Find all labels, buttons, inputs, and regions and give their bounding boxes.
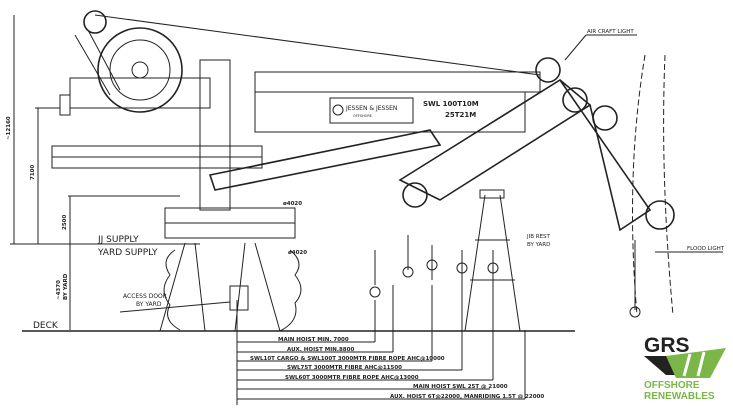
reach-swl60t: SWL60T 3000MTR FIBRE ROPE AHC@13000: [285, 375, 419, 381]
reach-swl75t: SWL75T 3000MTR FIBRE AHC@11500: [287, 365, 402, 371]
jib-rest-label: JIB REST: [526, 234, 551, 240]
overall-height-dim: ~12160: [6, 116, 12, 140]
logo-line2: RENEWABLES: [644, 391, 715, 402]
manufacturer-sub: OFFSHORE: [353, 114, 372, 118]
access-door-label: ACCESS DOOR: [123, 293, 167, 300]
deck-height-note: BY YARD: [63, 273, 69, 300]
manufacturer-name: JESSEN & JESSEN: [345, 105, 397, 112]
manufacturer-logo-icon: [332, 104, 344, 116]
deck-height-dim: ~4370: [56, 280, 62, 300]
reach-aux-hoist-min: AUX. HOIST MIN.8800: [287, 347, 354, 353]
reach-aux-hoist: AUX. HOIST 6T@22000, MANRIDING 1.5T @ 22…: [390, 394, 544, 400]
yard-supply-label: YARD SUPPLY: [97, 248, 158, 258]
reach-swl10t: SWL10T CARGO & SWL100T 3000MTR FIBRE ROP…: [250, 356, 445, 362]
hooks: [369, 235, 641, 318]
boom-jib: [398, 54, 675, 316]
crane-house: [51, 59, 541, 332]
flood-light-label: FLOOD LIGHT: [687, 246, 725, 252]
logo-line1: OFFSHORE: [644, 380, 700, 391]
swl-label-2: 25T21M: [445, 111, 476, 119]
grs-offshore-renewables-logo: GRS OFFSHORE RENEWABLES: [640, 330, 733, 409]
platform-height-dim: 2500: [62, 215, 68, 230]
pedestal-break-outline: [163, 249, 302, 332]
jib-rest: [464, 189, 521, 332]
pedestal-height-dim: 7100: [30, 165, 36, 180]
access-door-note: BY YARD: [136, 301, 162, 308]
jj-supply-label: JJ SUPPLY: [97, 235, 139, 245]
winch-drum: [59, 10, 211, 116]
reach-main-hoist-min: MAIN HOIST MIN. 7000: [278, 337, 349, 343]
jib-rest-note: BY YARD: [527, 242, 550, 248]
diameter-bottom-label: ø4020: [288, 250, 307, 256]
aircraft-light-label: AIR CRAFT LIGHT: [587, 29, 634, 35]
manufacturer-plate: [329, 97, 414, 124]
reach-dimensions: MAIN HOIST MIN. 7000 AUX. HOIST MIN.8800…: [236, 285, 544, 405]
logo-brand: GRS: [644, 334, 690, 357]
vertical-dimensions: [10, 14, 541, 330]
swl-label-1: SWL 100T10M: [423, 100, 479, 108]
reach-main-hoist-swl: MAIN HOIST SWL 25T @ 21000: [413, 384, 508, 390]
deck-label: DECK: [33, 321, 59, 331]
diameter-top-label: ø4020: [283, 201, 302, 207]
